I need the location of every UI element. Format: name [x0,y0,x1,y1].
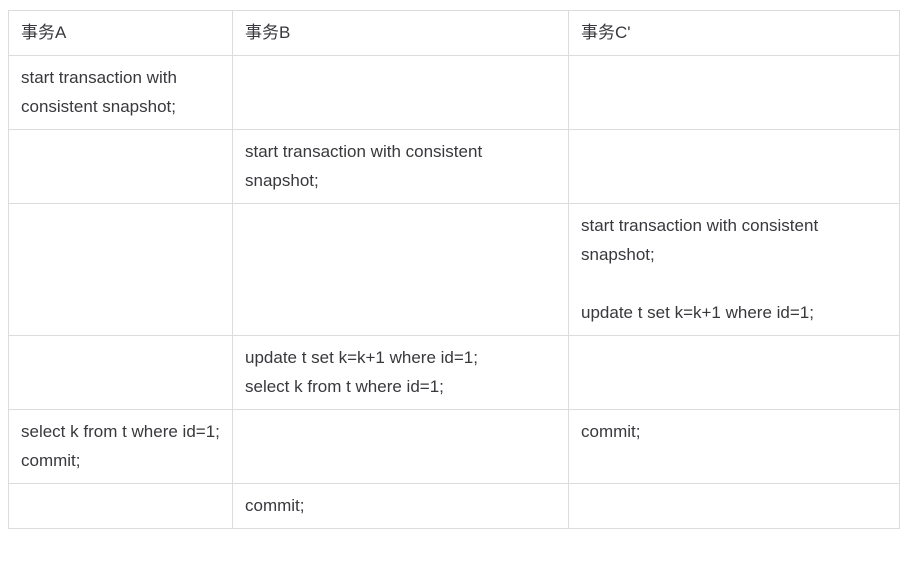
cell-row5-txn-c: commit; [568,409,900,484]
transaction-table: 事务A 事务B 事务C' start transaction with cons… [8,10,900,529]
header-cell-txn-c: 事务C' [568,10,900,56]
cell-row6-txn-c [568,483,900,529]
cell-row1-txn-a: start transaction with consistent snapsh… [8,55,233,130]
header-cell-txn-a: 事务A [8,10,233,56]
cell-row3-txn-a [8,203,233,336]
table-header: 事务A 事务B 事务C' [8,10,900,56]
table-row: select k from t where id=1; commit; comm… [8,409,900,484]
cell-row2-txn-b: start transaction with consistent snapsh… [232,129,569,204]
header-row: 事务A 事务B 事务C' [8,10,900,56]
cell-row6-txn-a [8,483,233,529]
header-cell-txn-b: 事务B [232,10,569,56]
cell-row4-txn-c [568,335,900,410]
cell-row2-txn-c [568,129,900,204]
cell-row4-txn-a [8,335,233,410]
cell-row3-txn-c: start transaction with consistent snapsh… [568,203,900,336]
table-row: update t set k=k+1 where id=1; select k … [8,335,900,410]
cell-row1-txn-c [568,55,900,130]
table-body: start transaction with consistent snapsh… [8,55,900,529]
cell-row5-txn-b [232,409,569,484]
cell-row3-txn-b [232,203,569,336]
cell-row2-txn-a [8,129,233,204]
table-row: start transaction with consistent snapsh… [8,203,900,336]
table-row: start transaction with consistent snapsh… [8,129,900,204]
cell-row5-txn-a: select k from t where id=1; commit; [8,409,233,484]
table-row: start transaction with consistent snapsh… [8,55,900,130]
cell-row1-txn-b [232,55,569,130]
cell-row6-txn-b: commit; [232,483,569,529]
cell-row4-txn-b: update t set k=k+1 where id=1; select k … [232,335,569,410]
table-row: commit; [8,483,900,529]
